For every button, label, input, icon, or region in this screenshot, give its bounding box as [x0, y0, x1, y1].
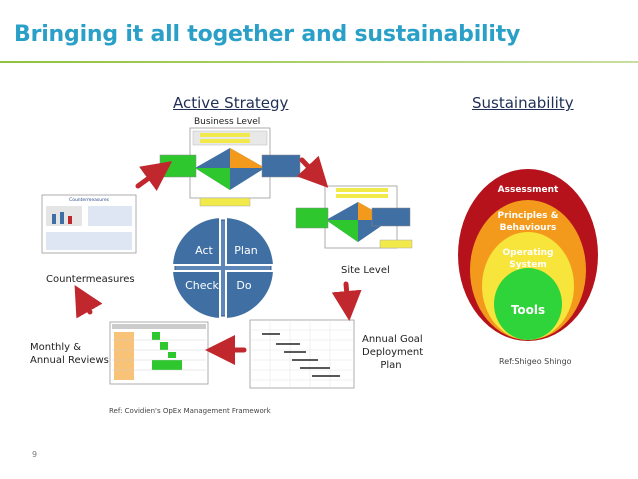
countermeasures-thumbnail: Countermeasures: [41, 194, 137, 254]
site-level-thumbnail: [295, 185, 413, 249]
tools-ring: [494, 268, 562, 340]
pdca-check-quadrant: [170, 270, 221, 321]
arrow-to-site: [296, 155, 329, 188]
flow-arrows: [74, 155, 362, 365]
operating-label-line1: Operating: [503, 248, 554, 258]
countermeasures-thumb-title: Countermeasures: [69, 197, 110, 203]
arrow-to-annual: [331, 281, 362, 321]
pdca-check-label: Check: [185, 279, 219, 292]
covidien-reference: Ref: Covidien's OpEx Management Framewor…: [109, 407, 271, 415]
countermeasures-label: Countermeasures: [46, 274, 135, 285]
business-level-label: Business Level: [194, 117, 261, 127]
pdca-act-quadrant: [170, 215, 221, 266]
pdca-plan-quadrant: [225, 215, 276, 266]
annual-goal-line1: Annual Goal: [362, 334, 423, 345]
tools-label: Tools: [511, 303, 545, 317]
pdca-cycle: Act Plan Check Do: [170, 215, 276, 321]
active-strategy-heading: Active Strategy: [173, 94, 289, 112]
monthly-reviews-thumbnail: [109, 321, 209, 385]
business-level-thumbnail: [159, 127, 301, 207]
pdca-do-label: Do: [236, 279, 251, 292]
pdca-do-quadrant: [225, 270, 276, 321]
annual-goal-thumbnail: [249, 319, 355, 389]
arrow-to-business: [135, 161, 173, 191]
shingo-reference: Ref:Shigeo Shingo: [499, 357, 572, 366]
monthly-reviews-line1: Monthly &: [30, 342, 82, 353]
site-level-label: Site Level: [341, 265, 390, 276]
sustainability-rings: Assessment Principles & Behaviours Opera…: [458, 169, 598, 341]
title-divider: [0, 61, 638, 63]
slide-title: Bringing it all together and sustainabil…: [14, 22, 521, 47]
annual-goal-label: Annual Goal Deployment Plan: [362, 333, 424, 372]
monthly-reviews-line2: Annual Reviews: [30, 355, 109, 366]
pdca-plan-label: Plan: [234, 244, 257, 257]
assessment-label: Assessment: [498, 185, 559, 195]
arrow-to-countermeasures: [74, 284, 103, 319]
principles-label-line1: Principles &: [498, 211, 559, 221]
monthly-reviews-label: Monthly & Annual Reviews: [30, 341, 109, 367]
annual-goal-line2: Deployment: [362, 347, 424, 358]
pdca-act-label: Act: [195, 244, 213, 257]
page-number: 9: [32, 450, 38, 459]
principles-label-line2: Behaviours: [500, 223, 557, 233]
operating-label-line2: System: [509, 260, 547, 270]
annual-goal-line3: Plan: [380, 360, 402, 371]
sustainability-heading: Sustainability: [472, 94, 574, 112]
